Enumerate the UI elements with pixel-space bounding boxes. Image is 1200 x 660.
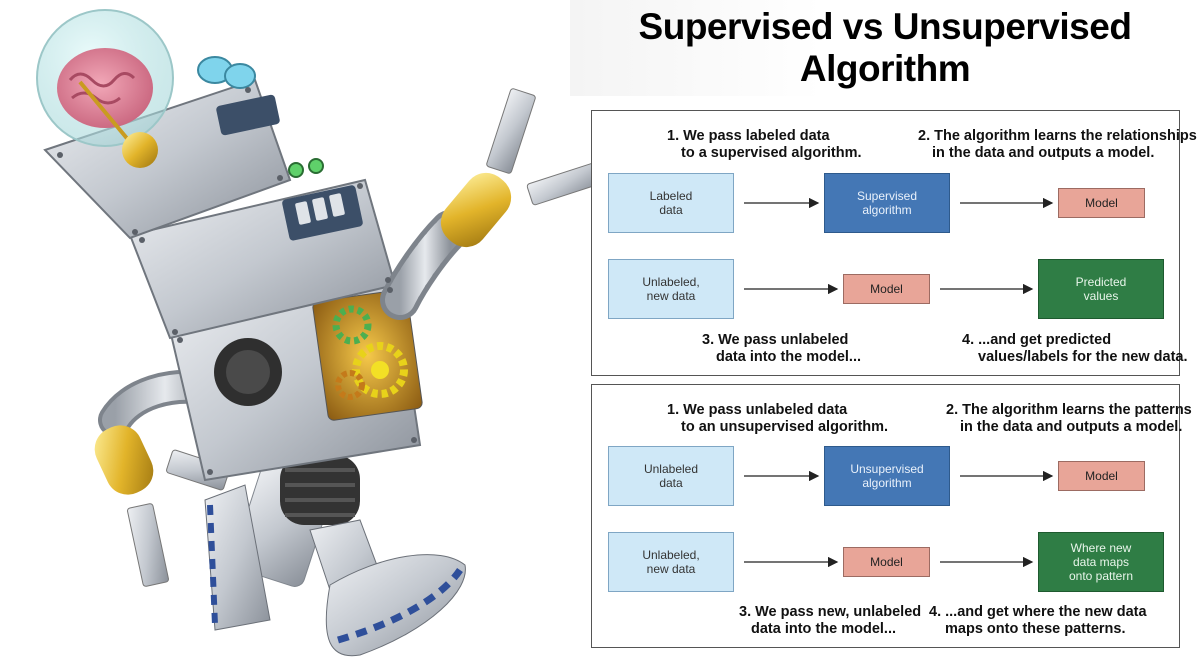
unsupervised-model-output-box: Model [1058, 461, 1145, 491]
supervised-model-output-box: Model [1058, 188, 1145, 218]
supervised-step-4-caption: 4. ...and get predicted values/labels fo… [962, 332, 1188, 365]
robot-illustration [36, 9, 608, 657]
supervised-panel: 1. We pass labeled data to a supervised … [591, 110, 1197, 376]
unsupervised-step-1-caption: 1. We pass unlabeled data to an unsuperv… [667, 402, 889, 435]
title-line-2: Algorithm [799, 48, 971, 89]
supervised-step-2-caption: 2. The algorithm learns the relationship… [918, 128, 1197, 161]
title-line-1: Supervised vs Unsupervised [638, 6, 1132, 47]
unsupervised-model-box: Model [843, 547, 930, 577]
unlabeled-new-data-box: Unlabeled,new data [608, 259, 734, 319]
unsupervised-step-3-caption: 3. We pass new, unlabeled data into the … [739, 604, 922, 637]
unsupervised-step-4-caption: 4. ...and get where the new data maps on… [929, 604, 1147, 637]
unlabeled-new-data-box-2: Unlabeled,new data [608, 532, 734, 592]
supervised-model-box: Model [843, 274, 930, 304]
unsupervised-step-2-caption: 2. The algorithm learns the patterns in … [946, 402, 1192, 435]
unsupervised-panel: 1. We pass unlabeled data to an unsuperv… [591, 384, 1192, 648]
supervised-step-1-caption: 1. We pass labeled data to a supervised … [667, 128, 862, 161]
diagram-title: Supervised vs Unsupervised Algorithm [570, 0, 1200, 96]
supervised-step-3-caption: 3. We pass unlabeled data into the model… [702, 332, 862, 365]
